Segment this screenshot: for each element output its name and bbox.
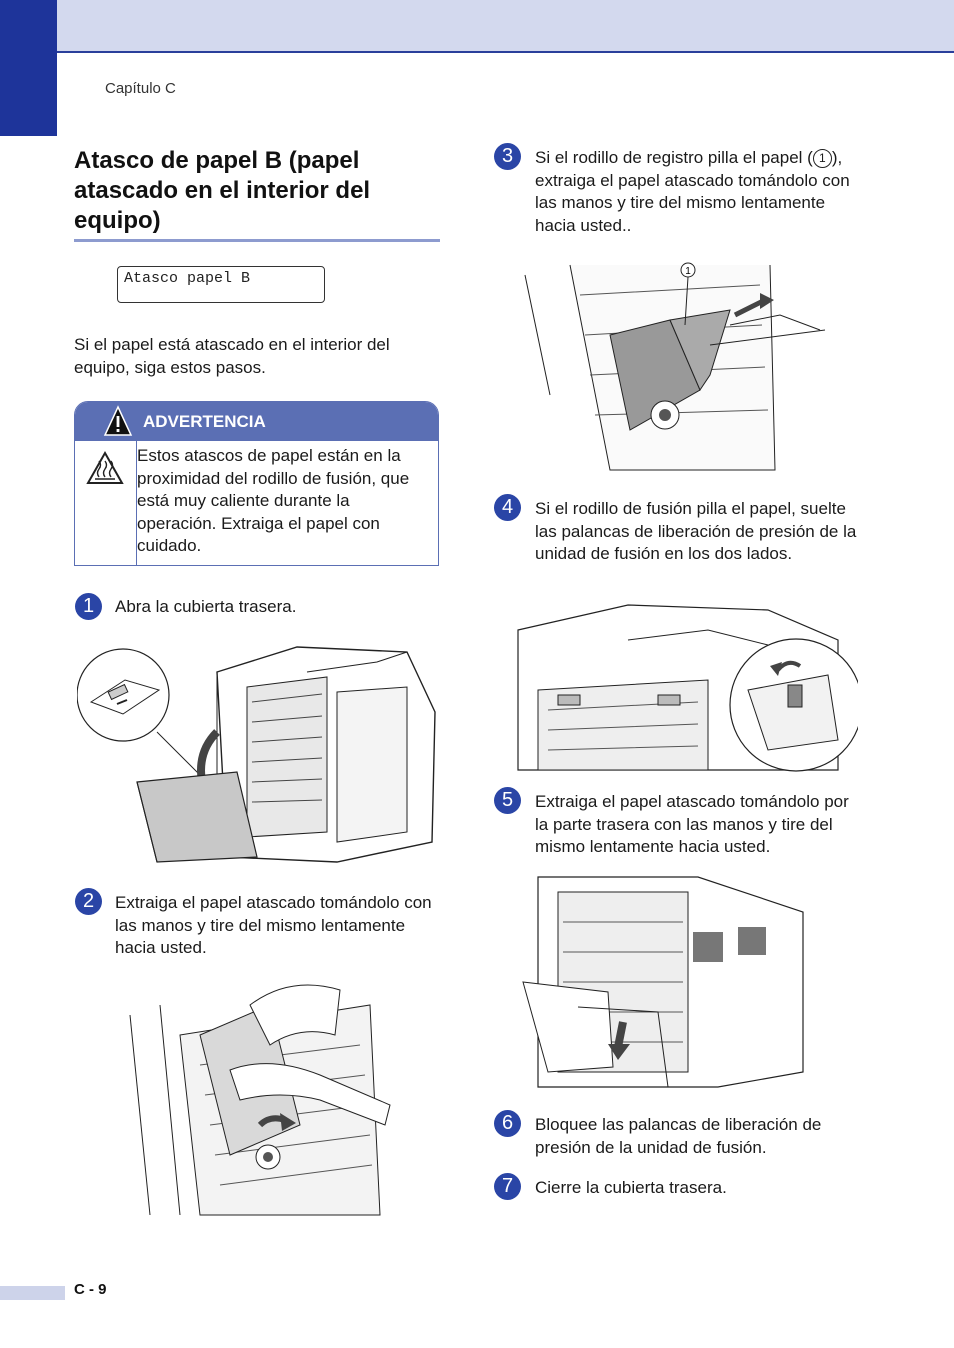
section-title: Atasco de papel B (papel atascado en el …: [74, 147, 371, 234]
step-badge-3: 3: [494, 143, 521, 170]
warning-divider: [136, 441, 137, 565]
registration-roller-illustration: 1: [524, 262, 826, 471]
warning-header: ADVERTENCIA: [75, 402, 438, 441]
warning-box: ADVERTENCIA Estos atascos de papel están…: [74, 401, 439, 566]
step-text-3-after: ), extraiga el papel atascado tomándolo …: [535, 148, 850, 235]
header-rule: [57, 51, 954, 53]
lcd-message: Atasco papel B: [124, 270, 251, 287]
step-badge-5: 5: [494, 787, 521, 814]
step-text-2: Extraiga el papel atascado tomándolo con…: [115, 893, 432, 957]
lcd-display: Atasco papel B: [117, 266, 325, 303]
chapter-label: Capítulo C: [105, 80, 176, 97]
step-text-7: Cierre la cubierta trasera.: [535, 1178, 727, 1197]
footer-bar: [0, 1286, 65, 1300]
warning-triangle-icon: [103, 405, 133, 436]
page-number: C - 9: [74, 1281, 107, 1298]
title-underline: [74, 239, 440, 242]
chapter-side-tab: [0, 0, 57, 136]
step-badge-2: 2: [75, 888, 102, 915]
step-text-3: Si el rodillo de registro pilla el papel…: [535, 147, 865, 237]
step-badge-6: 6: [494, 1110, 521, 1137]
figure3-callout: 1: [685, 266, 691, 277]
intro-text: Si el papel está atascado en el interior…: [74, 335, 390, 377]
hot-surface-icon: [86, 450, 124, 484]
step-text-1: Abra la cubierta trasera.: [115, 597, 297, 616]
step-badge-7: 7: [494, 1173, 521, 1200]
warning-text: Estos atascos de papel están en la proxi…: [137, 446, 410, 555]
step-text-3-before: Si el rodillo de registro pilla el papel…: [535, 148, 813, 167]
warning-label: ADVERTENCIA: [143, 412, 266, 431]
header-band: [0, 0, 954, 52]
open-rear-cover-illustration: [77, 646, 436, 863]
fuser-levers-illustration: [517, 604, 858, 772]
step-text-3-callout: 1: [812, 149, 832, 168]
step-text-6: Bloquee las palancas de liberación de pr…: [535, 1115, 822, 1157]
step-text-4: Si el rodillo de fusión pilla el papel, …: [535, 499, 857, 563]
step-badge-4: 4: [494, 494, 521, 521]
pull-paper-rear-illustration: [522, 876, 804, 1088]
step-badge-1: 1: [75, 593, 102, 620]
pull-paper-illustration-2: [129, 984, 391, 1216]
step-text-5: Extraiga el papel atascado tomándolo por…: [535, 792, 849, 856]
